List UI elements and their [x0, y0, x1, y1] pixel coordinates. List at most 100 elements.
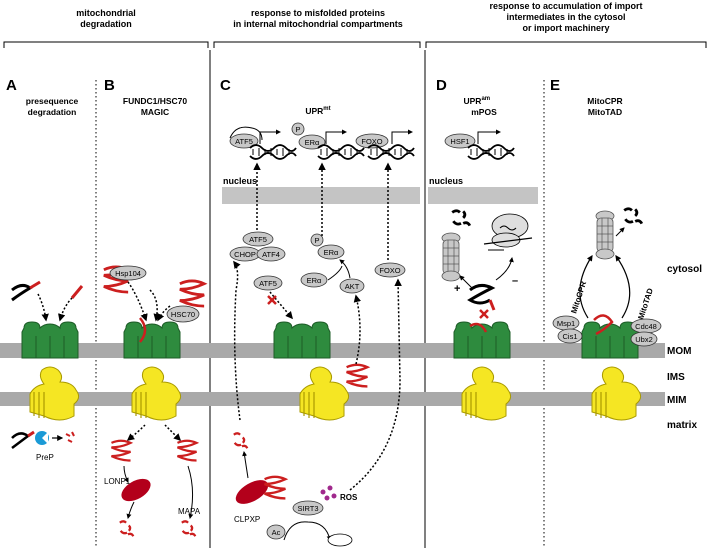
import-intermediate-icon	[467, 283, 496, 305]
label-cis1: Cis1	[562, 332, 577, 341]
label-atf5-nucleus: ATF5	[235, 137, 253, 146]
label-mapa: MAPA	[178, 507, 201, 516]
panel-d-letter: D	[436, 77, 447, 94]
blocked-import-x-icon	[479, 309, 489, 319]
tim-complex-icon	[131, 366, 182, 421]
tim-complex-icon	[29, 366, 80, 421]
hsf1-oval	[444, 133, 476, 149]
label-nucleus-c: nucleus	[223, 176, 257, 186]
peptide-fragments-icon	[65, 431, 75, 443]
label-ac: Ac	[272, 528, 281, 537]
presequence-fragment-icon	[70, 285, 84, 299]
panel-b-letter: B	[104, 77, 115, 94]
label-mom: MOM	[667, 346, 691, 357]
label-chop: CHOP	[234, 250, 256, 259]
panel-dividers	[95, 50, 545, 548]
dna-icon	[249, 144, 297, 160]
panel-d: D UPRam mPOS HSF1 nucleus + –	[429, 77, 533, 421]
dna-icon	[317, 144, 365, 160]
foxo-nuclear-oval	[355, 133, 389, 149]
panel-c-title: UPRmt	[305, 106, 330, 116]
ribosome-icon	[483, 213, 533, 248]
label-hsf1: HSF1	[450, 137, 469, 146]
presequence-red-tail	[29, 280, 41, 290]
matrix-misfolded-protein-icon	[176, 439, 198, 462]
ac-oval	[266, 524, 286, 540]
degraded-fragments-icon	[232, 432, 249, 450]
membranes	[0, 187, 665, 406]
label-er-alpha: ERα	[307, 276, 322, 285]
cis1-oval	[557, 328, 583, 344]
label-atf5-top: ATF5	[249, 235, 267, 244]
label-sirt3: SIRT3	[297, 504, 318, 513]
label-ros: ROS	[340, 493, 358, 502]
label-mitocpr: MitoCPR	[569, 280, 588, 315]
tom-complex-icon	[123, 321, 181, 359]
sirt3-oval	[292, 500, 324, 516]
label-prep: PreP	[36, 453, 54, 462]
tim-complex-icon	[461, 366, 512, 421]
atf5-cytosol-oval	[253, 275, 283, 291]
tim-complex-icon	[299, 366, 350, 421]
tom-complex-icon	[273, 321, 331, 359]
label-lonp1: LONP1	[104, 477, 131, 486]
clpxp-protease-icon	[235, 480, 269, 504]
ros-molecules-icon	[320, 485, 337, 501]
proteasome-icon	[441, 232, 461, 282]
label-p: P	[295, 125, 300, 134]
tom-complex-icon	[581, 321, 639, 359]
dna-icon	[467, 144, 515, 160]
label-mim: MIM	[667, 395, 686, 406]
er-alpha-nuclear-oval	[298, 134, 326, 150]
label-msp1: Msp1	[557, 319, 575, 328]
top-brackets	[3, 41, 707, 48]
p-oval-cyt	[310, 233, 324, 247]
label-cytosol: cytosol	[667, 264, 702, 275]
label-atf5-cytosol: ATF5	[259, 279, 277, 288]
er-alpha-oval	[300, 272, 328, 288]
atf4-oval	[256, 246, 286, 262]
label-atf4: ATF4	[262, 250, 280, 259]
blocked-import-x-icon	[267, 295, 277, 305]
atf5-nuclear-oval	[229, 133, 259, 149]
degraded-fragments-icon	[622, 207, 644, 225]
tim-complex-icon	[591, 366, 642, 421]
label-akt: AKT	[345, 282, 360, 291]
presequence-protein-icon	[11, 283, 33, 302]
degraded-fragments-icon	[180, 520, 197, 538]
label-clpxp: CLPXP	[234, 515, 260, 524]
panel-d-title: UPRam mPOS	[464, 92, 498, 117]
label-p-cyt: P	[314, 236, 319, 245]
matrix-misfolded-protein-icon	[110, 439, 132, 462]
panel-c-letter: C	[220, 77, 231, 94]
proteasome-icon	[595, 210, 615, 260]
nucleus-envelope-d	[428, 187, 538, 204]
tom-complex-icon	[21, 321, 79, 359]
hsc70-oval	[166, 305, 200, 323]
label-foxo: FOXO	[379, 266, 400, 275]
degraded-fragments-icon	[450, 209, 472, 227]
label-ims: IMS	[667, 372, 685, 383]
label-hsc70: HSC70	[171, 310, 195, 319]
label-cdc48: Cdc48	[635, 322, 657, 331]
er-alpha-oval-phospho	[317, 244, 345, 260]
p-oval	[291, 122, 305, 136]
panel-a-letter: A	[6, 77, 17, 94]
label-foxo-nucleus: FOXO	[361, 137, 382, 146]
atf5-oval	[242, 231, 274, 247]
label-matrix: matrix	[667, 420, 697, 431]
akt-oval	[339, 278, 365, 294]
panel-e-letter: E	[550, 77, 560, 94]
label-hsp104: Hsp104	[115, 269, 141, 278]
misfolded-protein-ims-icon	[345, 363, 369, 388]
label-ubx2: Ubx2	[635, 335, 653, 344]
